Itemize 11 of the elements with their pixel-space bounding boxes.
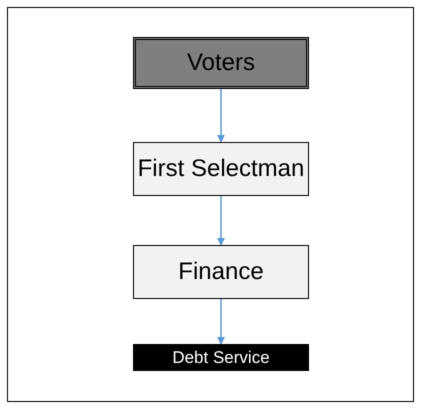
process-box — [133, 142, 309, 196]
box-label: Voters — [186, 51, 256, 75]
arrow — [217, 89, 225, 143]
box-label: First Selectman — [138, 157, 304, 181]
process-box — [133, 344, 309, 371]
box-label: Debt Service — [172, 349, 270, 366]
arrow — [217, 196, 225, 246]
process-box — [133, 37, 309, 89]
arrow — [217, 299, 225, 345]
process-box — [133, 245, 309, 299]
box-label: Finance — [178, 260, 264, 284]
